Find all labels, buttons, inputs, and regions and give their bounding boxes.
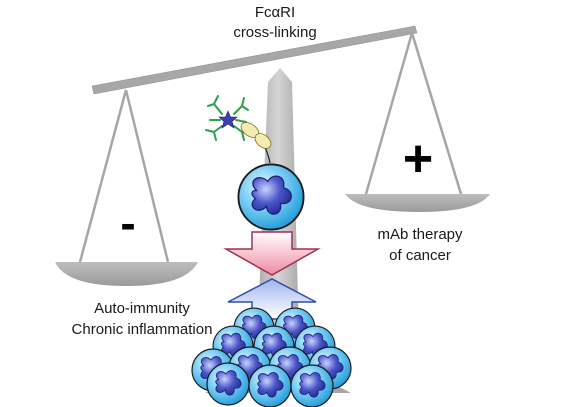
right-pan xyxy=(345,32,490,212)
left-pan-label-line2: Chronic inflammation xyxy=(71,321,213,338)
plus-symbol: + xyxy=(402,130,434,188)
left-pan xyxy=(55,89,198,286)
down-arrow-icon xyxy=(223,231,321,276)
top-label-line1: FcαRI xyxy=(254,4,296,21)
minus-symbol: - xyxy=(120,197,136,249)
scale-beam xyxy=(91,25,418,95)
antibody-complex-icon xyxy=(205,95,251,141)
receptor-icon xyxy=(240,122,272,164)
top-label-line2: cross-linking xyxy=(233,24,317,41)
left-pan-label: Auto-immunity Chronic inflammation xyxy=(62,298,222,340)
left-pan-label-line1: Auto-immunity xyxy=(94,300,190,317)
top-label: FcαRI cross-linking xyxy=(200,3,350,43)
right-pan-label-line1: mAb therapy xyxy=(377,226,463,243)
right-pan-label: mAb therapy of cancer xyxy=(350,224,490,266)
right-pan-label-line2: of cancer xyxy=(389,247,451,264)
neutrophil-cell-icon xyxy=(238,164,303,229)
